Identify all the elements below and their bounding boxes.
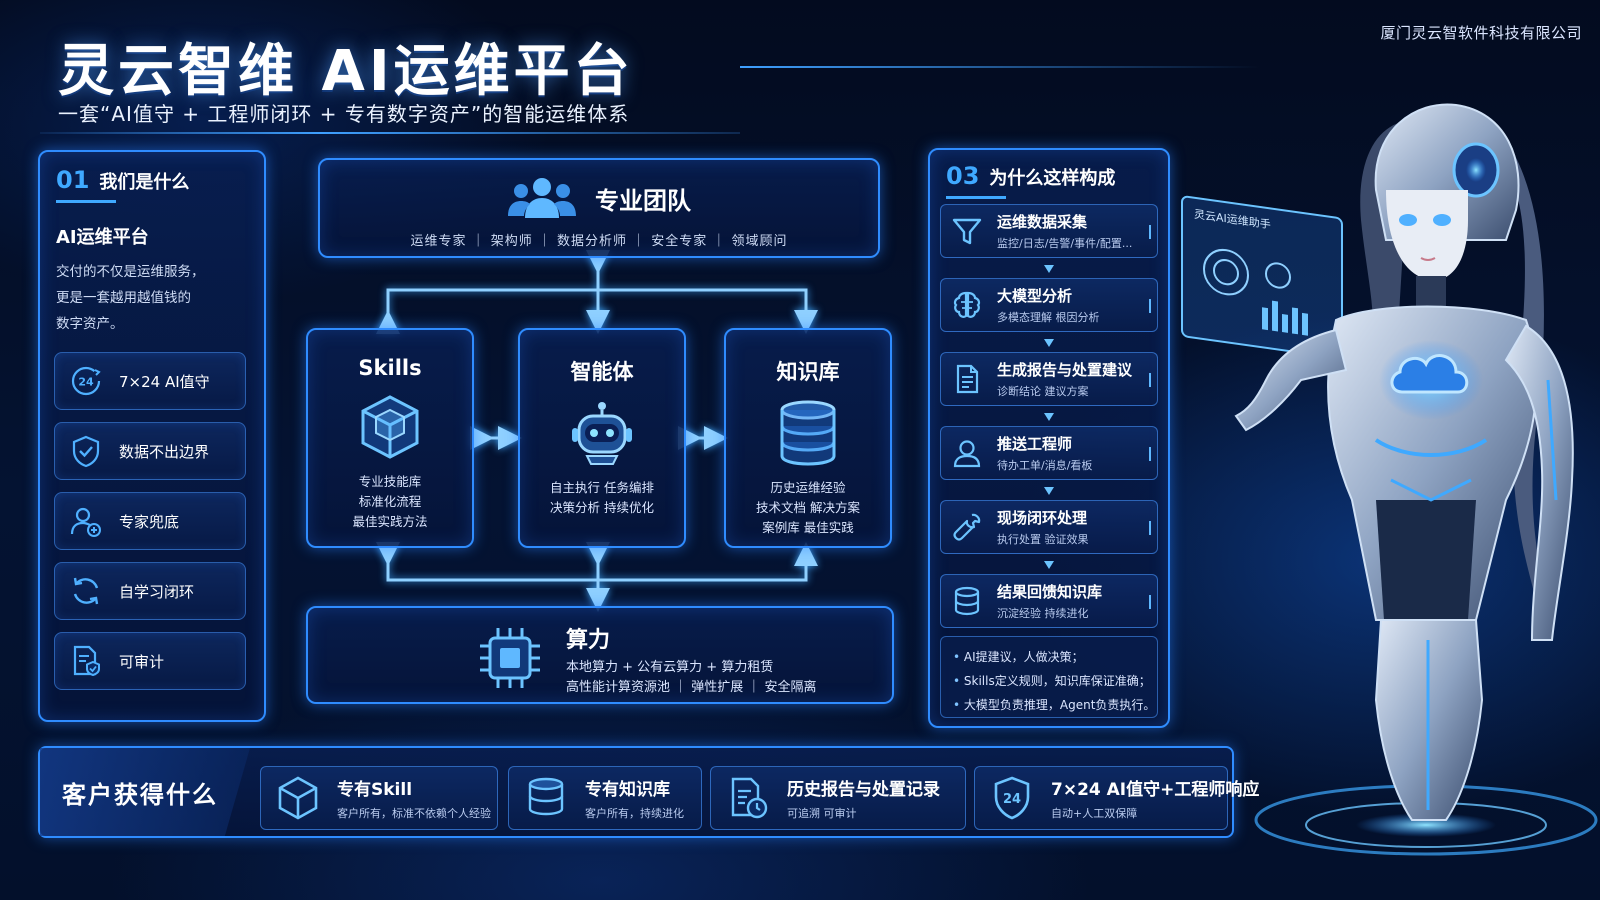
team-icon xyxy=(508,178,576,218)
refresh-cycle-icon xyxy=(73,577,99,605)
database-icon xyxy=(780,400,836,466)
compute-box: 算力 本地算力 + 公有云算力 + 算力租赁 高性能计算资源池 ｜ 弹性扩展 ｜… xyxy=(306,606,894,704)
agent-description: 自主执行 任务编排 决策分析 持续优化 xyxy=(550,480,654,515)
arrow-down-icon xyxy=(1044,339,1054,347)
compute-title: 算力 xyxy=(566,628,611,653)
section-number: 03 xyxy=(946,162,980,190)
shield-check-icon xyxy=(72,435,100,468)
24h-shield-icon: 24 xyxy=(994,776,1030,820)
section-number: 01 xyxy=(56,166,90,194)
feature-item-auditable: 可审计 xyxy=(54,632,246,690)
platform-description: 交付的不仅是运维服务， 更是一套越用越值钱的 数字资产。 xyxy=(56,264,205,332)
svg-text:24: 24 xyxy=(78,376,94,389)
feature-item-ai-watch: 24 7×24 AI值守 xyxy=(54,352,246,410)
team-title: 专业团队 xyxy=(595,186,691,215)
step-notify-engineer: 推送工程师待办工单/消息/看板 xyxy=(940,426,1158,480)
engineer-icon xyxy=(953,440,981,468)
database-icon xyxy=(528,777,564,816)
benefit-history-records: 历史报告与处置记录可追溯 可审计 xyxy=(710,766,966,830)
skills-description: 专业技能库 标准化流程 最佳实践方法 xyxy=(352,474,428,529)
knowledge-title: 知识库 xyxy=(776,360,840,384)
professional-team-box: 专业团队 运维专家 ｜ 架构师 ｜ 数据分析师 ｜ 安全专家 ｜ 领域顾问 xyxy=(318,158,880,258)
knowledge-description: 历史运维经验 技术文档 解决方案 案例库 最佳实践 xyxy=(756,480,860,535)
agent-box: 智能体 自主执行 任务编排 决策分析 持续优化 xyxy=(518,328,686,548)
report-clock-icon xyxy=(731,777,768,819)
step-onsite-resolution: 现场闭环处理执行处置 验证效果 xyxy=(940,500,1158,554)
database-icon xyxy=(954,586,980,616)
cube-icon xyxy=(361,395,419,459)
benefit-proprietary-knowledge: 专有知识库客户所有，持续进化 xyxy=(508,766,702,830)
brain-icon xyxy=(953,291,981,318)
wrench-icon xyxy=(953,513,981,541)
skills-title: Skills xyxy=(358,356,422,380)
cube-icon xyxy=(278,776,318,820)
user-plus-icon xyxy=(70,507,101,537)
24h-clock-icon: 24 xyxy=(71,366,101,396)
benefits-label: 客户获得什么 xyxy=(62,780,218,809)
arrow-down-icon xyxy=(1044,265,1054,273)
feature-item-data-boundary: 数据不出边界 xyxy=(54,422,246,480)
skills-box: Skills 专业技能库 标准化流程 最佳实践方法 xyxy=(306,328,474,548)
knowledge-box: 知识库 历史运维经验 技术文档 解决方案 案例库 最佳实践 xyxy=(724,328,892,548)
ai-assistant-robot-illustration: 灵云AI运维助手 xyxy=(1181,103,1598,856)
page-title: 灵云智维 AI运维平台 xyxy=(58,39,634,104)
arrow-down-icon xyxy=(1044,487,1054,495)
agent-title: 智能体 xyxy=(570,360,634,384)
company-name: 厦门灵云智软件科技有限公司 xyxy=(1380,24,1582,42)
arrow-down-icon xyxy=(1044,413,1054,421)
step-feedback-knowledge: 结果回馈知识库沉淀经验 持续进化 xyxy=(940,574,1158,628)
step-data-collection: 运维数据采集监控/日志/告警/事件/配置... xyxy=(940,204,1158,258)
section-title: 我们是什么 xyxy=(99,172,190,193)
funnel-icon xyxy=(952,218,982,245)
section-title: 为什么这样构成 xyxy=(989,168,1116,189)
what-we-are-panel: 01 我们是什么 AI运维平台 交付的不仅是运维服务， 更是一套越用越值钱的 数… xyxy=(38,150,266,722)
page-subtitle: 一套“AI值守 + 工程师闭环 + 专有数字资产”的智能运维体系 xyxy=(58,102,630,126)
team-roles: 运维专家 ｜ 架构师 ｜ 数据分析师 ｜ 安全专家 ｜ 领域顾问 xyxy=(410,234,788,249)
arrow-down-icon xyxy=(1044,561,1054,569)
benefit-24x7-response: 24 7×24 AI值守+工程师响应自动+人工双保障 xyxy=(974,766,1259,830)
compute-features: 高性能计算资源池 ｜ 弹性扩展 ｜ 安全隔离 xyxy=(566,680,817,695)
chip-icon xyxy=(480,628,540,688)
svg-text:24: 24 xyxy=(1003,792,1021,807)
step-llm-analysis: 大模型分析多模态理解 根因分析 xyxy=(940,278,1158,332)
audit-document-icon xyxy=(73,645,100,677)
why-this-structure-panel: 03 为什么这样构成 运维数据采集监控/日志/告警/事件/配置... 大模型分析… xyxy=(928,148,1170,728)
step-generate-report: 生成报告与处置建议诊断结论 建议方案 xyxy=(940,352,1158,406)
compute-sources: 本地算力 + 公有云算力 + 算力租赁 xyxy=(566,660,774,675)
report-document-icon xyxy=(956,364,979,394)
design-principles: AI提建议，人做决策； Skills定义规则，知识库保证准确； 大模型负责推理，… xyxy=(940,636,1158,718)
robot-icon xyxy=(572,402,632,465)
feature-item-self-learning: 自学习闭环 xyxy=(54,562,246,620)
feature-item-expert-backup: 专家兜底 xyxy=(54,492,246,550)
platform-name: AI运维平台 xyxy=(56,227,149,248)
